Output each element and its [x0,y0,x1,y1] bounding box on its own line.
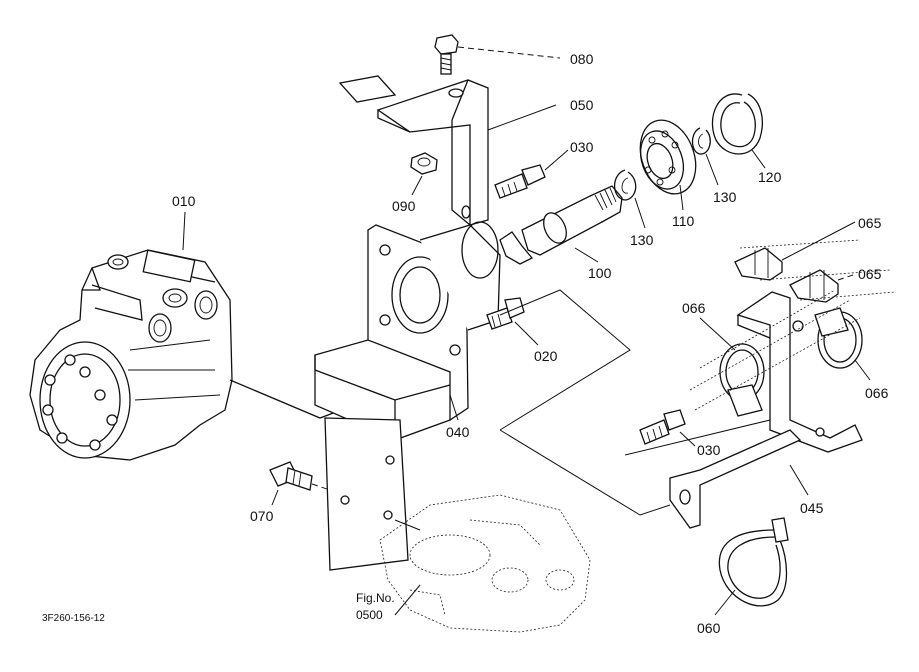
hose-outline [689,239,896,411]
label-090: 090 [392,198,416,214]
label-066-left: 066 [682,300,706,316]
clip-065-upper [734,221,856,281]
label-130-right: 130 [713,189,737,205]
figure-ref-line2: 0500 [356,608,383,622]
circlip-130-left [613,169,646,229]
label-040: 040 [446,424,470,440]
pump-unit-010 [29,211,461,461]
nut-090 [410,152,438,196]
label-065-upper: 065 [858,215,882,231]
clamp-066-right [814,307,871,381]
circlip-130-right [691,127,719,186]
label-065-lower: 065 [858,266,882,282]
snap-ring-120 [711,93,766,169]
label-080: 080 [570,51,594,67]
label-100: 100 [588,265,612,281]
label-066-right: 066 [865,385,889,401]
cable-tie-060 [714,517,789,616]
bolt-030-lower [639,409,696,447]
figure-ref-line1: Fig.No. [356,591,395,605]
assembly-lines [394,289,771,531]
reference-housing-0500 [379,494,591,633]
label-110: 110 [672,213,695,229]
label-060: 060 [697,620,721,636]
bolt-070 [269,461,331,506]
label-070: 070 [250,508,274,524]
shaft-100 [499,185,623,265]
clip-065-lower [789,269,857,303]
label-030-lower: 030 [697,442,721,458]
label-045: 045 [800,500,824,516]
bearing-110 [639,119,697,211]
drawing-code: 3F260-156-12 [42,613,105,624]
bracket-050 [338,75,557,226]
label-030-upper: 030 [570,139,594,155]
bracket-040 [314,221,501,571]
label-130-left: 130 [630,232,654,248]
label-020: 020 [534,348,558,364]
bolt-030-upper [494,149,569,199]
label-120: 120 [758,169,782,185]
clamp-066-left [699,317,765,417]
bolt-080 [434,34,561,75]
label-050: 050 [570,97,594,113]
label-010: 010 [172,193,196,209]
